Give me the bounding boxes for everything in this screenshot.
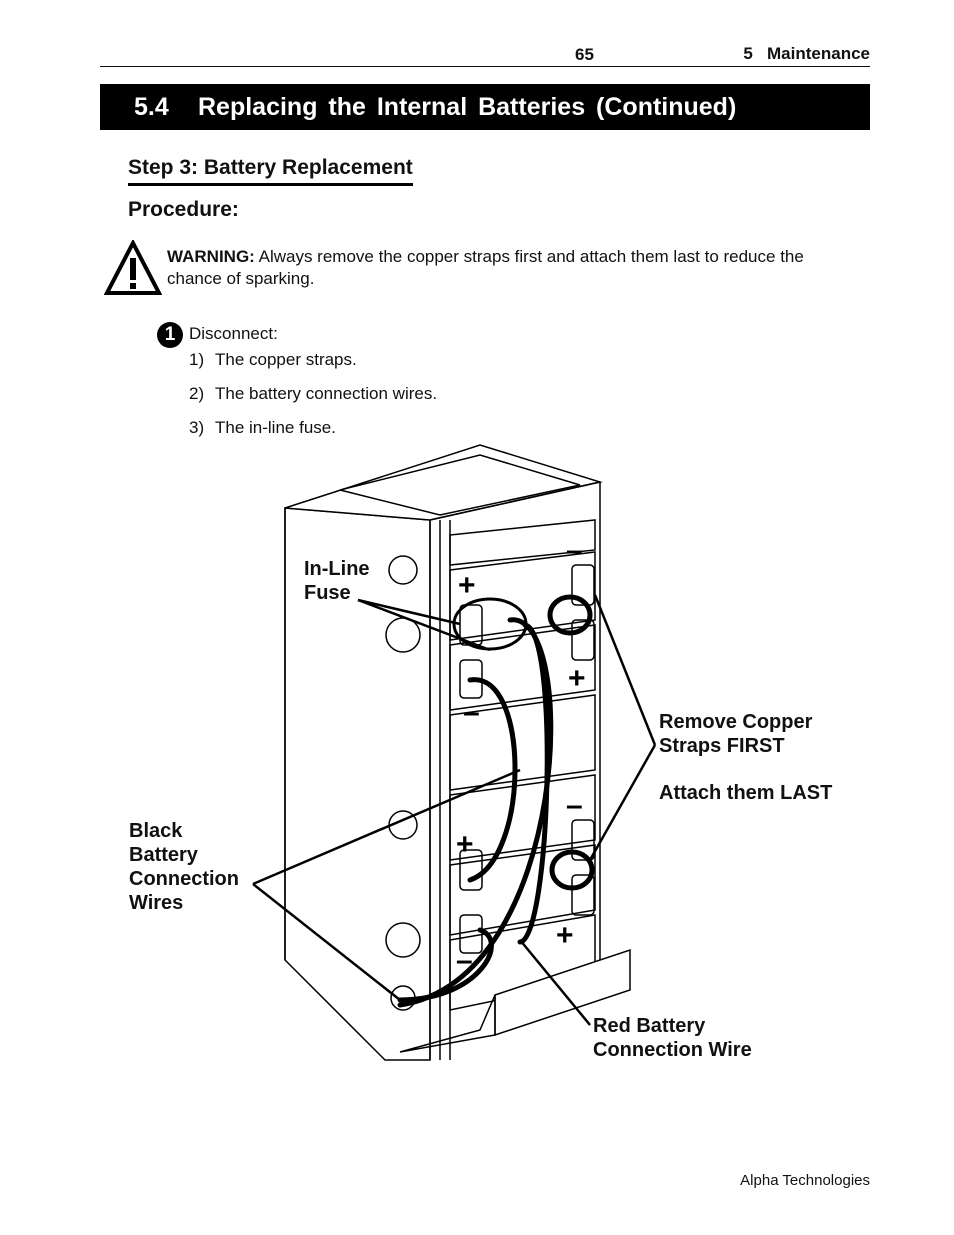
- step-heading: Step 3: Battery Replacement: [128, 156, 413, 186]
- battery-terminal: [571, 564, 595, 606]
- plus-symbol: +: [556, 919, 574, 952]
- page-header: 65 5 Maintenance: [100, 42, 870, 67]
- section-title-bar: 5.4 Replacing the Internal Batteries (Co…: [100, 84, 870, 130]
- minus-symbol: –: [463, 696, 480, 729]
- chapter-title: 5 Maintenance: [743, 44, 870, 63]
- section-number: 5.4: [134, 93, 169, 121]
- list-item: 3) The in-line fuse.: [189, 418, 336, 438]
- black-connection-wire: [467, 677, 518, 883]
- battery-terminal: [459, 914, 483, 954]
- copper-strap: [547, 594, 593, 636]
- plus-symbol: +: [458, 569, 476, 602]
- step-number-badge: 1: [157, 322, 183, 348]
- black-wires-label: Black Battery Connection Wires: [129, 820, 239, 914]
- warning-line2: chance of sparking.: [167, 269, 315, 288]
- warning-line1: Always remove the copper straps first an…: [254, 247, 804, 266]
- minus-symbol: –: [566, 534, 583, 567]
- cabinet-top: [284, 444, 603, 521]
- battery-terminal: [571, 819, 595, 861]
- procedure-label: Procedure:: [128, 198, 239, 221]
- warning-text: WARNING: Always remove the copper straps…: [167, 246, 857, 290]
- footer-company: Alpha Technologies: [740, 1172, 870, 1189]
- battery-terminal: [571, 874, 595, 916]
- remove-straps-label: Remove Copper Straps FIRST: [659, 711, 813, 757]
- step-action: Disconnect:: [189, 324, 278, 343]
- warning-label: WARNING:: [167, 247, 255, 266]
- battery-cabinet-figure: + + + + – – – –: [252, 444, 657, 1061]
- battery-terminal: [459, 849, 483, 891]
- warning-triangle-icon: [104, 240, 162, 295]
- list-item-number: 2): [189, 384, 205, 403]
- section-title: Replacing the Internal Batteries (Contin…: [198, 93, 737, 121]
- inline-fuse-label: In-Line Fuse: [304, 558, 370, 604]
- list-item-text: The in-line fuse.: [215, 418, 336, 437]
- plus-symbol: +: [568, 662, 586, 695]
- red-connection-wire: [517, 622, 550, 945]
- minus-symbol: –: [566, 789, 583, 822]
- red-wire-label: Red Battery Connection Wire: [593, 1015, 752, 1061]
- list-item-number: 1): [189, 350, 205, 369]
- list-item: 1) The copper straps.: [189, 350, 357, 370]
- side-knob: [385, 922, 421, 958]
- battery-terminal: [571, 619, 595, 661]
- list-item-text: The battery connection wires.: [215, 384, 438, 403]
- plus-symbol: +: [456, 828, 474, 861]
- side-knob: [388, 555, 418, 585]
- minus-symbol: –: [456, 944, 473, 977]
- list-item-number: 3): [189, 418, 205, 437]
- page-number: 65: [575, 45, 594, 64]
- copper-strap: [549, 849, 595, 891]
- list-item-text: The copper straps.: [215, 350, 357, 369]
- list-item: 2) The battery connection wires.: [189, 384, 437, 404]
- attach-last-label: Attach them LAST: [659, 782, 833, 804]
